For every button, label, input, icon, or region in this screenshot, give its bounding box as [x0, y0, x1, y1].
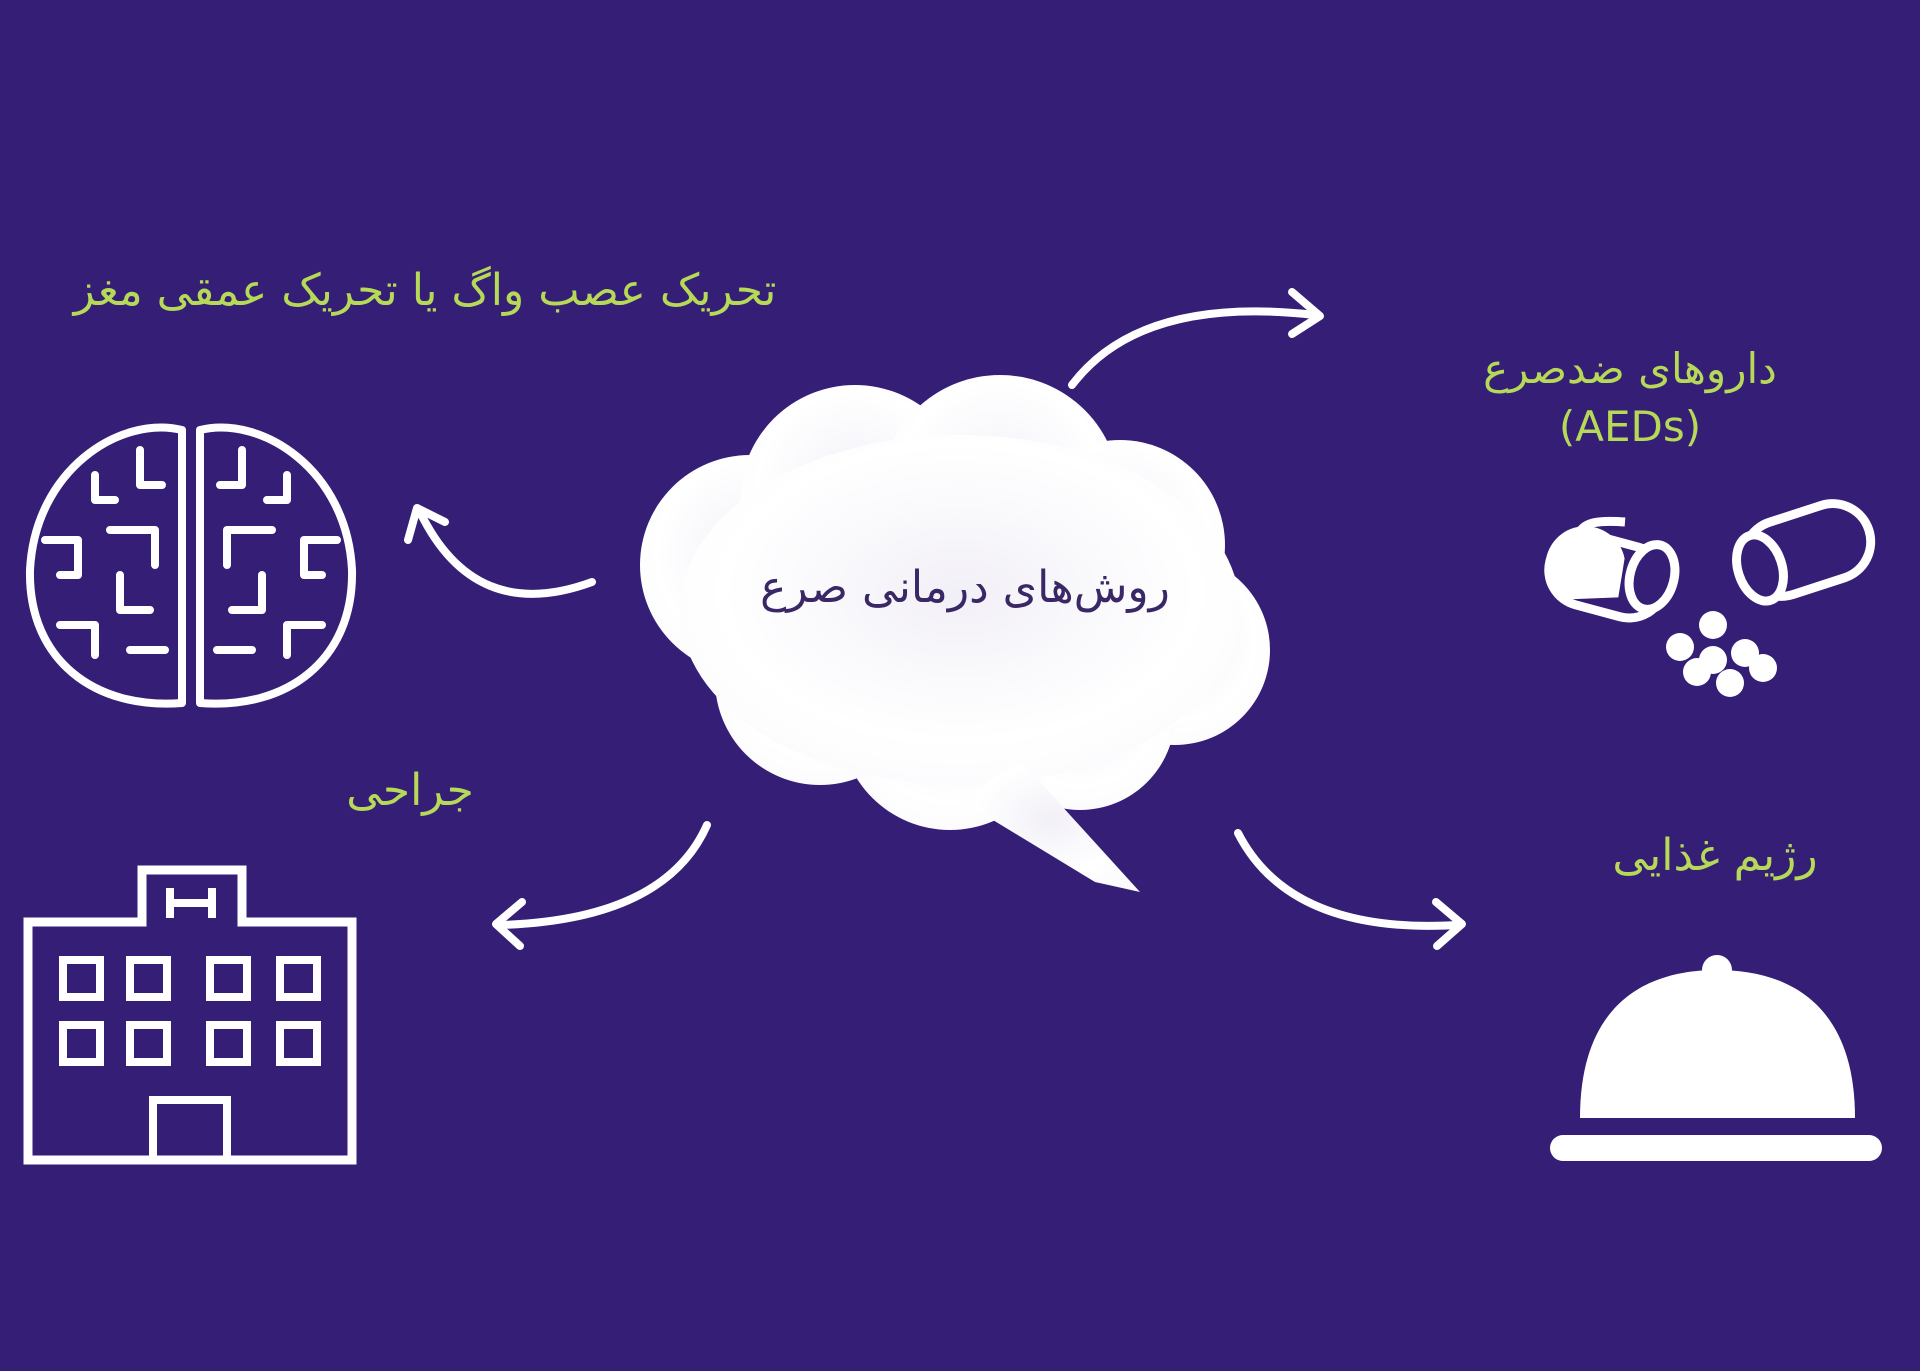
stimulation-label: تحریک عصب واگ یا تحریک عمقی مغز — [73, 265, 777, 316]
central-title: روش‌های درمانی صرع — [760, 562, 1170, 613]
open-capsule-pills-icon — [1544, 499, 1876, 697]
arrow-to-stimulation — [404, 504, 596, 598]
drugs-label-line2: (AEDs) — [1558, 402, 1702, 451]
hospital-building-icon — [23, 865, 357, 1165]
surgery-label: جراحی — [346, 765, 474, 816]
central-speech-bubble — [640, 375, 1270, 892]
diet-label: رژیم غذایی — [1612, 830, 1818, 881]
drugs-label-line1: داروهای ضدصرع — [1483, 344, 1777, 393]
food-cloche-icon — [1550, 955, 1882, 1161]
arrow-to-surgery — [492, 821, 711, 950]
arrow-to-diet — [1234, 829, 1466, 950]
drugs-label: داروهای ضدصرع (AEDs) — [1460, 340, 1800, 456]
brain-hemispheres-icon — [25, 423, 357, 708]
arrow-to-drugs — [1068, 288, 1324, 389]
